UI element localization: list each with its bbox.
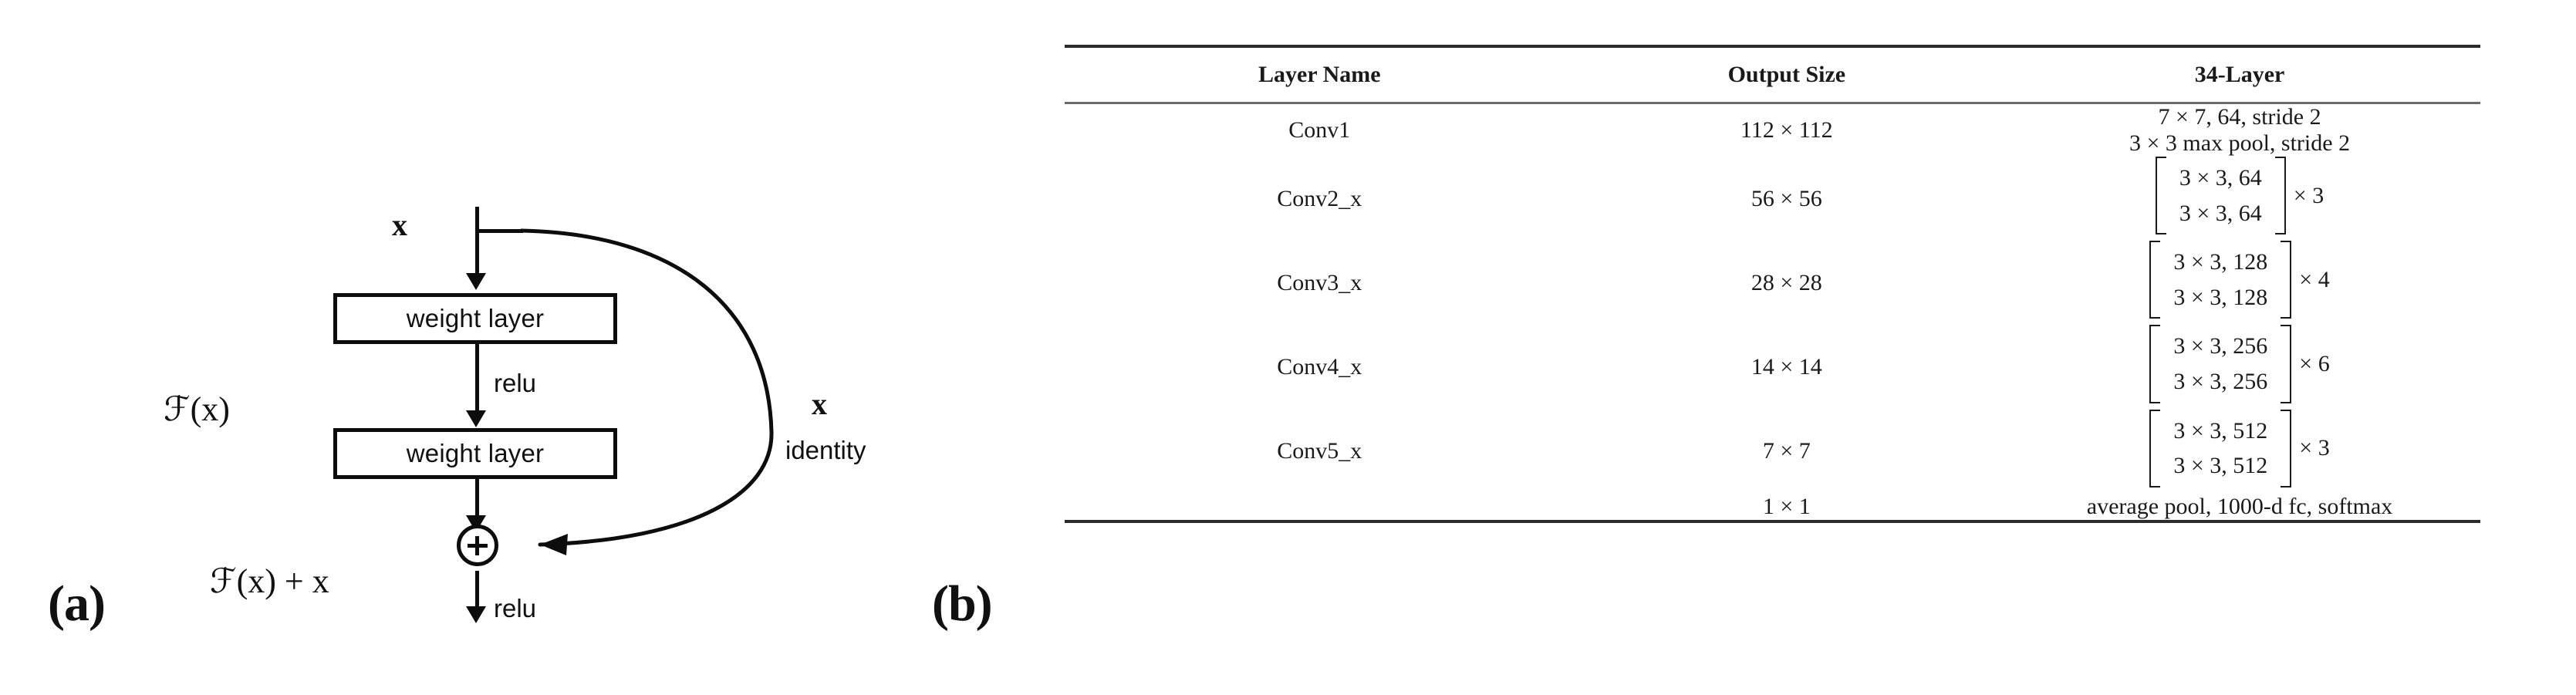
weight-layer-box-2: weight layer: [333, 428, 617, 479]
cell-arch-spec: average pool, 1000-d fc, softmax: [1999, 493, 2480, 523]
table-row: Conv5_x 7 × 7 3 × 3, 512 3 × 3, 512 × 3: [1065, 409, 2480, 494]
block-conv-lines: 3 × 3, 64 3 × 3, 64: [2174, 157, 2267, 234]
function-fx-plus-x-label: ℱ(x) + x: [210, 562, 329, 600]
table-row: Conv1 112 × 112 7 × 7, 64, stride 2 3 × …: [1065, 103, 2480, 157]
cell-arch-spec: 3 × 3, 512 3 × 3, 512 × 3: [1999, 409, 2480, 494]
block-conv-line: 3 × 3, 64: [2179, 200, 2262, 226]
cell-arch-spec: 3 × 3, 256 3 × 3, 256 × 6: [1999, 325, 2480, 409]
residual-block-spec: 3 × 3, 64 3 × 3, 64 × 3: [2155, 157, 2324, 235]
function-fx-label: ℱ(x): [164, 390, 230, 428]
cell-output-size: 28 × 28: [1751, 269, 1822, 295]
panel-b-caption: (b): [932, 575, 993, 632]
cell-arch-spec: 3 × 3, 128 3 × 3, 128 × 4: [1999, 241, 2480, 325]
table-row: 1 × 1 average pool, 1000-d fc, softmax: [1065, 493, 2480, 523]
block-conv-lines: 3 × 3, 256 3 × 3, 256: [2168, 325, 2273, 403]
arch-line: 3 × 3 max pool, stride 2: [2129, 130, 2351, 156]
input-connector-line: [475, 207, 479, 275]
input-arrowhead-icon: [466, 273, 486, 290]
cell-layer-name: [1065, 493, 1575, 523]
table-row: Conv4_x 14 × 14 3 × 3, 256 3 × 3, 256 × …: [1065, 325, 2480, 409]
table-body: Conv1 112 × 112 7 × 7, 64, stride 2 3 × …: [1065, 103, 2480, 523]
column-header-layer-name: Layer Name: [1065, 45, 1575, 104]
column-header-34-layer: 34-Layer: [1999, 45, 2480, 104]
cell-arch-spec: 3 × 3, 64 3 × 3, 64 × 3: [1999, 157, 2480, 241]
weight-layer-label-1: weight layer: [406, 304, 545, 332]
shortcut-x-label: x: [812, 386, 827, 421]
block-repeat-count: × 3: [2299, 435, 2330, 461]
table-row: Conv2_x 56 × 56 3 × 3, 64 3 × 3, 64 × 3: [1065, 157, 2480, 241]
block-conv-lines: 3 × 3, 128 3 × 3, 128: [2168, 241, 2273, 319]
block-conv-line: 3 × 3, 128: [2173, 284, 2268, 310]
bracket-left-icon: [2149, 241, 2161, 319]
block-repeat-count: × 6: [2299, 351, 2330, 377]
table-header: Layer Name Output Size 34-Layer: [1065, 45, 2480, 104]
bracket-left-icon: [2155, 157, 2166, 235]
cell-output-size: 56 × 56: [1751, 185, 1822, 211]
output-connector-line: [475, 571, 479, 611]
sum-connector-line: [475, 479, 479, 519]
output-arrowhead-icon: [466, 606, 486, 623]
cell-arch-spec: 7 × 7, 64, stride 2 3 × 3 max pool, stri…: [1999, 103, 2480, 157]
bracket-right-icon: [2281, 409, 2292, 488]
cell-layer-name: Conv2_x: [1277, 185, 1362, 211]
identity-shortcut-curve: [519, 228, 774, 555]
cell-output-size: 112 × 112: [1740, 117, 1833, 143]
cell-output-size: 14 × 14: [1751, 353, 1822, 380]
block-repeat-count: × 3: [2293, 182, 2324, 208]
block-conv-line: 3 × 3, 256: [2173, 368, 2268, 394]
relu-label-output: relu: [494, 594, 537, 622]
resnet34-architecture-table: Layer Name Output Size 34-Layer Conv1 11…: [1065, 45, 2480, 523]
arch-line: 7 × 7, 64, stride 2: [2158, 104, 2321, 130]
column-header-output-size: Output Size: [1574, 45, 2000, 104]
block-repeat-count: × 4: [2299, 266, 2330, 292]
bracket-right-icon: [2274, 157, 2286, 235]
block-conv-line: 3 × 3, 256: [2173, 333, 2268, 359]
residual-block-spec: 3 × 3, 256 3 × 3, 256 × 6: [2149, 325, 2330, 403]
table-header-row: Layer Name Output Size 34-Layer: [1065, 45, 2480, 104]
shortcut-branch-tick: [477, 229, 523, 233]
block-conv-line: 3 × 3, 512: [2173, 417, 2268, 444]
cell-layer-name: Conv5_x: [1277, 438, 1362, 464]
input-x-label: x: [392, 207, 407, 242]
residual-block-diagram: weight layer weight layer x relu relu x …: [0, 0, 980, 695]
identity-label: identity: [785, 436, 866, 464]
residual-block-spec: 3 × 3, 128 3 × 3, 128 × 4: [2149, 241, 2330, 319]
panel-a-caption: (a): [48, 575, 106, 632]
block-conv-line: 3 × 3, 128: [2173, 249, 2268, 275]
cell-layer-name: Conv4_x: [1277, 353, 1362, 380]
bracket-left-icon: [2149, 325, 2161, 403]
residual-block-spec: 3 × 3, 512 3 × 3, 512 × 3: [2149, 409, 2330, 488]
bracket-right-icon: [2281, 325, 2292, 403]
architecture-table-panel: Layer Name Output Size 34-Layer Conv1 11…: [1065, 45, 2480, 523]
cell-output-size: 1 × 1: [1574, 493, 2000, 523]
bracket-right-icon: [2281, 241, 2292, 319]
addition-node-icon: [457, 525, 498, 566]
mid-connector-line: [475, 344, 479, 412]
table-row: Conv3_x 28 × 28 3 × 3, 128 3 × 3, 128 × …: [1065, 241, 2480, 325]
mid-arrowhead-icon: [466, 410, 486, 427]
bracket-left-icon: [2149, 409, 2161, 488]
block-conv-line: 3 × 3, 64: [2179, 165, 2262, 191]
block-conv-line: 3 × 3, 512: [2173, 453, 2268, 479]
weight-layer-box-1: weight layer: [333, 293, 617, 344]
block-conv-lines: 3 × 3, 512 3 × 3, 512: [2168, 410, 2273, 488]
cell-output-size: 7 × 7: [1762, 438, 1811, 464]
relu-label-mid: relu: [494, 369, 537, 397]
weight-layer-label-2: weight layer: [406, 439, 545, 467]
cell-layer-name: Conv1: [1288, 117, 1351, 143]
cell-layer-name: Conv3_x: [1277, 269, 1362, 295]
